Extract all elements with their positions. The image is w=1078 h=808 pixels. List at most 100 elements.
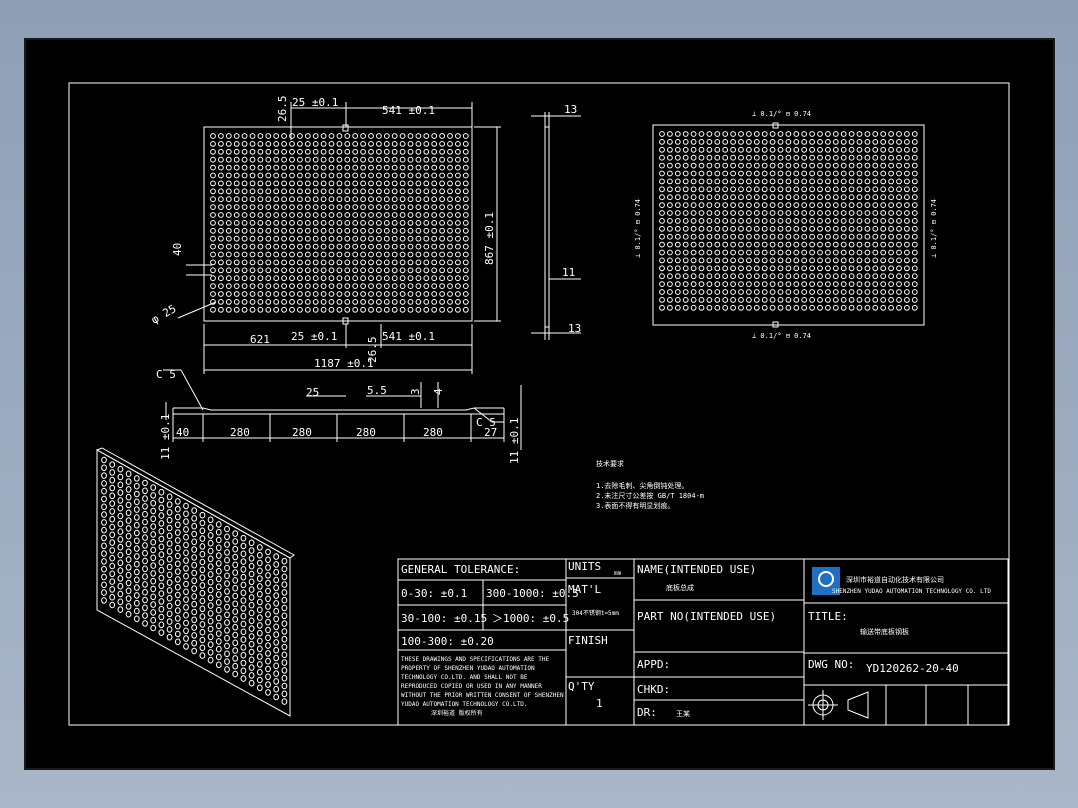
hole xyxy=(257,251,264,258)
hole xyxy=(447,156,453,163)
hole xyxy=(336,164,343,171)
iso-hole xyxy=(117,536,124,543)
hole xyxy=(888,225,894,232)
iso-hole xyxy=(183,604,189,611)
hole xyxy=(320,148,327,155)
hole xyxy=(904,218,910,224)
hole xyxy=(698,139,705,145)
hole xyxy=(706,139,713,145)
hole xyxy=(722,218,729,224)
hole xyxy=(210,235,216,242)
iso-hole xyxy=(248,562,255,570)
hole xyxy=(289,133,295,139)
hole xyxy=(856,241,863,248)
hole xyxy=(896,218,902,224)
hole xyxy=(793,265,800,272)
iso-hole xyxy=(101,503,107,511)
hole xyxy=(904,210,910,216)
hole xyxy=(872,289,879,295)
hole xyxy=(690,178,697,185)
hole xyxy=(210,196,216,203)
hole xyxy=(249,251,256,258)
hole xyxy=(682,289,689,295)
hole xyxy=(769,186,776,193)
hole xyxy=(848,273,855,280)
hole xyxy=(328,133,335,139)
section-d27: 27 xyxy=(484,426,497,439)
hole xyxy=(423,156,430,163)
iso-hole xyxy=(109,508,116,515)
company-cn: 深圳市裕道自动化技术有限公司 xyxy=(846,575,944,584)
hole xyxy=(848,241,855,248)
hole xyxy=(431,133,438,139)
hole xyxy=(864,154,871,161)
hole xyxy=(848,194,855,201)
iso-hole xyxy=(117,598,124,606)
iso-hole xyxy=(166,610,173,618)
hole xyxy=(210,220,216,226)
hole xyxy=(328,180,335,187)
hole xyxy=(447,148,453,155)
hole xyxy=(682,131,689,137)
hole xyxy=(896,210,902,216)
hole xyxy=(825,186,831,193)
hole xyxy=(722,186,729,193)
hole xyxy=(825,233,831,240)
iso-hole xyxy=(256,622,263,629)
hole xyxy=(455,227,461,234)
hole xyxy=(225,148,232,155)
hole xyxy=(809,218,815,224)
hole xyxy=(785,249,792,256)
hole xyxy=(399,148,406,155)
hole xyxy=(888,146,894,153)
hole xyxy=(864,202,871,209)
hole xyxy=(753,218,760,224)
hole xyxy=(698,225,705,232)
hole xyxy=(761,170,768,177)
hole xyxy=(249,227,256,234)
hole xyxy=(777,162,784,169)
hole xyxy=(257,204,264,211)
iso-hole xyxy=(166,532,173,540)
hole xyxy=(690,202,697,209)
hole xyxy=(896,304,902,311)
hole xyxy=(864,218,871,224)
hole xyxy=(304,196,311,203)
hole xyxy=(674,265,681,272)
hole xyxy=(793,178,800,185)
hole xyxy=(462,141,469,147)
hole xyxy=(872,202,879,209)
hole xyxy=(722,257,729,264)
hole xyxy=(746,139,752,145)
hole xyxy=(690,273,697,280)
hole xyxy=(368,156,374,163)
iso-hole xyxy=(174,583,181,591)
hole xyxy=(218,164,224,171)
hole xyxy=(423,299,430,305)
hole xyxy=(872,170,879,177)
hole xyxy=(455,299,461,305)
hole xyxy=(888,154,894,161)
hole xyxy=(848,178,855,185)
hole xyxy=(896,154,902,161)
hole xyxy=(462,251,469,258)
hole xyxy=(455,164,461,171)
iso-hole xyxy=(281,628,288,635)
hole xyxy=(714,186,721,193)
hole xyxy=(383,299,390,305)
iso-hole xyxy=(125,595,132,602)
iso-hole xyxy=(199,652,206,659)
iso-hole xyxy=(158,527,165,535)
hole xyxy=(257,164,264,171)
iso-hole xyxy=(256,653,263,660)
hole xyxy=(848,154,855,161)
iso-hole xyxy=(150,601,157,608)
right-tol-bottom: ⊥ 0.1/° ⊟ 0.74 xyxy=(752,332,811,340)
hole xyxy=(667,131,673,137)
hole xyxy=(297,275,303,282)
hole xyxy=(210,212,216,218)
hole xyxy=(281,235,288,242)
hole xyxy=(431,267,438,274)
hole xyxy=(233,196,240,203)
hole xyxy=(848,304,855,311)
